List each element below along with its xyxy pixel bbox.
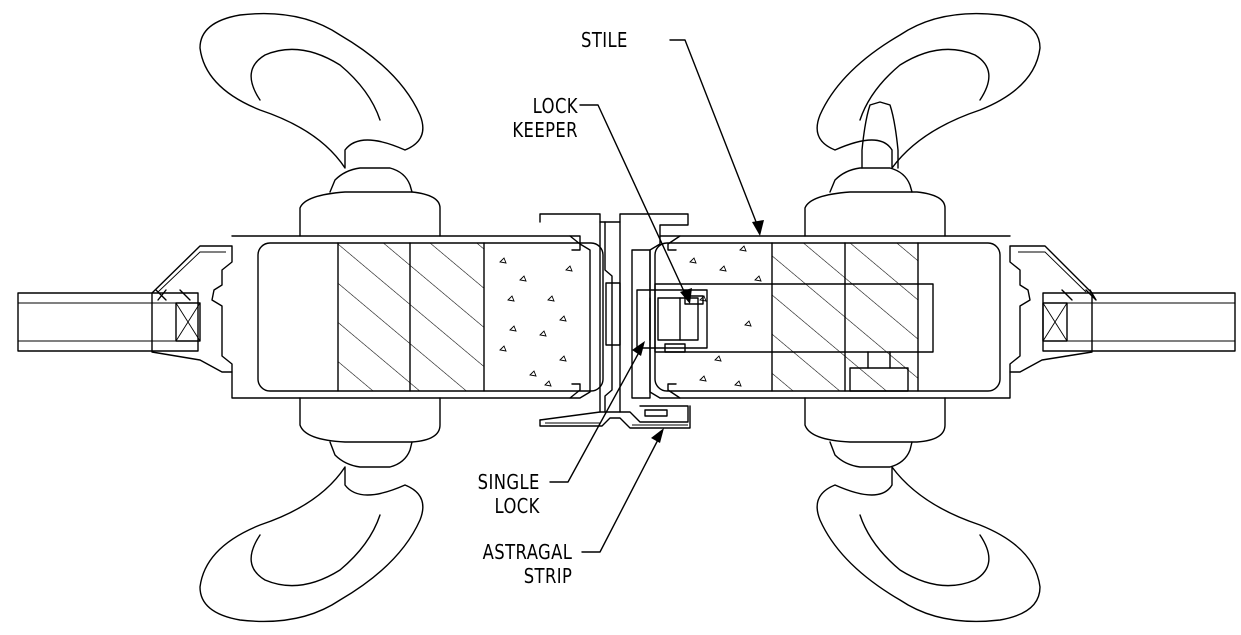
leader-lock-keeper: [579, 104, 692, 304]
label-single-lock: SINGLE LOCK: [478, 470, 540, 518]
right-glazing: [1042, 292, 1236, 352]
label-lock-keeper: LOCK KEEPER: [512, 94, 578, 142]
label-astragal-strip-line2: STRIP: [523, 564, 572, 588]
left-stile: [231, 235, 604, 399]
label-lock-keeper-line1: LOCK: [532, 94, 578, 118]
left-handle-bottom: [199, 397, 441, 623]
leader-single-lock: [549, 341, 645, 483]
label-lock-keeper-line2: KEEPER: [512, 118, 578, 142]
right-handle-top: [804, 12, 1041, 237]
right-handle-bottom: [804, 397, 1041, 623]
label-astragal-strip: ASTRAGAL STRIP: [482, 540, 572, 588]
label-astragal-strip-line1: ASTRAGAL: [482, 540, 572, 564]
astragal-assembly: [539, 213, 691, 429]
label-single-lock-line1: SINGLE: [477, 470, 540, 494]
leader-astragal-strip: [581, 428, 664, 553]
label-stile: STILE: [581, 28, 628, 52]
label-stile-text: STILE: [581, 28, 628, 52]
lock-keeper: [636, 289, 708, 353]
right-glazing-bead: [1009, 245, 1097, 373]
label-single-lock-line2: LOCK: [494, 494, 540, 518]
left-glazing-bead: [151, 245, 233, 373]
right-stile: [649, 235, 1011, 399]
leader-stile: [669, 39, 764, 236]
left-handle-top: [199, 12, 441, 237]
left-glazing: [17, 292, 201, 352]
